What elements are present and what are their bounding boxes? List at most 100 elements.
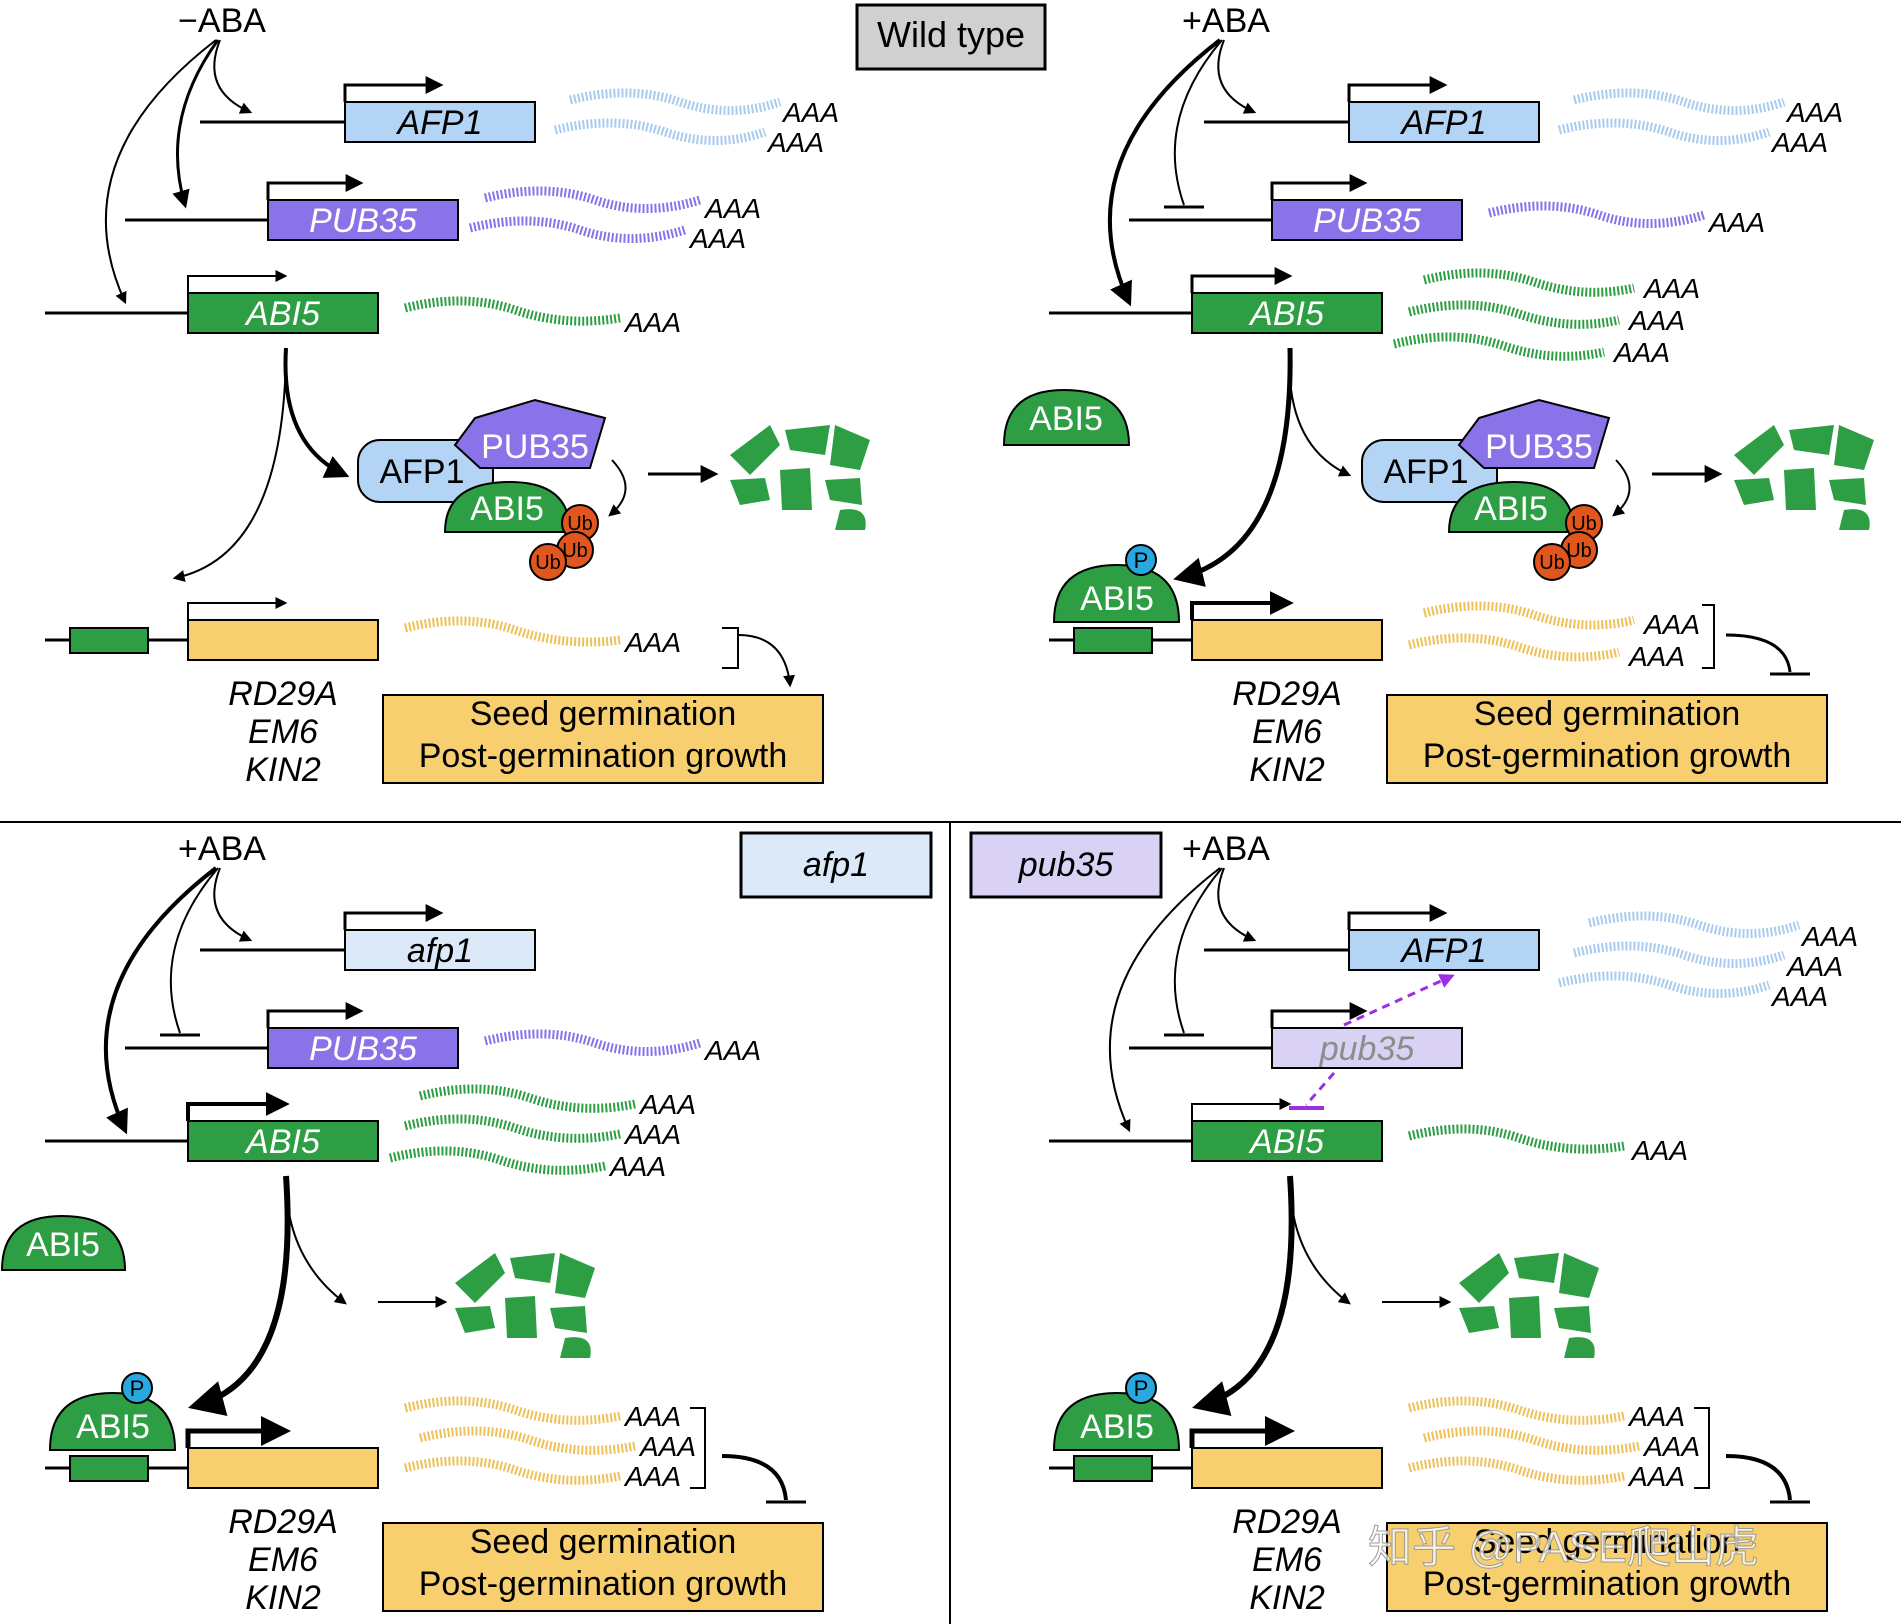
pub35-protein — [453, 398, 607, 469]
pub35-gene — [267, 199, 459, 241]
pub35-gene-label: PUB35 — [309, 1030, 417, 1068]
poly-a-tail: AAA — [1707, 207, 1765, 238]
outcome-line: Post-germination growth — [419, 1565, 788, 1603]
tss-arrow — [1189, 1416, 1295, 1448]
poly-a-tail: AAA — [1612, 337, 1670, 368]
ubiquitin-label: Ub — [1539, 552, 1565, 574]
target-gene-name: EM6 — [248, 1541, 318, 1579]
poly-a-tail: AAA — [638, 1431, 696, 1462]
poly-a-tail: AAA — [608, 1151, 666, 1182]
poly-a-tail: AAA — [623, 1119, 681, 1150]
panel-wt-minus-aba: −ABA AFP1 AAA AAA PUB35 AAA AAA ABI5 AAA… — [45, 2, 870, 789]
abi5-to-complex-arrow — [283, 347, 350, 478]
afp1-mrna — [1587, 911, 1801, 938]
outcome-box — [382, 1522, 824, 1612]
abi5-to-target-arrow — [1192, 1175, 1295, 1416]
panel-pub35-mutant: pub35 +ABA AFP1 AAA AAA AAA pub35 ABI5 A… — [969, 830, 1858, 1617]
target-mrna — [403, 1396, 621, 1425]
poly-a-tail: AAA — [688, 223, 746, 254]
target-gene-name: RD29A — [228, 1503, 338, 1541]
inhibition-arrow — [721, 1454, 788, 1501]
poly-a-tail: AAA — [1642, 1431, 1700, 1462]
phosphate — [1125, 544, 1157, 576]
target-mrna — [1407, 1456, 1625, 1485]
phosphate — [121, 1372, 153, 1404]
abi5-to-target-arrow — [1173, 347, 1293, 587]
degraded-abi5 — [455, 1253, 595, 1358]
ubiquitin — [529, 543, 567, 581]
abi5-free-protein — [0, 1214, 127, 1271]
abi5-to-complex-arrow — [1288, 347, 1352, 477]
afp1-mrna — [568, 88, 782, 115]
target-gene — [1191, 619, 1383, 661]
abi5-free-protein-label: ABI5 — [1029, 400, 1103, 438]
pub35-mrna — [1487, 201, 1706, 228]
abi5-to-target-arrow — [188, 1175, 291, 1416]
afp1-gene — [1348, 101, 1540, 143]
tss-arrow — [1190, 267, 1293, 293]
target-mrna — [418, 1426, 636, 1455]
abi5-gene-label: ABI5 — [1248, 295, 1324, 333]
afp1-protein-label: AFP1 — [379, 453, 464, 491]
poly-a-tail: AAA — [623, 1401, 681, 1432]
ubiquitin-label: Ub — [567, 513, 593, 535]
aba-condition-label: +ABA — [1182, 2, 1270, 40]
target-gene — [187, 1447, 379, 1489]
abi5-gene — [1191, 292, 1383, 334]
abi5-mrna — [418, 1084, 636, 1113]
ubiquitin-label: Ub — [535, 552, 561, 574]
afp1-protein — [1361, 439, 1498, 503]
outcome-box — [1386, 1522, 1828, 1612]
ubiquitin-label: Ub — [1571, 513, 1597, 535]
tss-arrow — [185, 1416, 291, 1448]
abi5-gene-label: ABI5 — [1248, 1123, 1324, 1161]
target-gene-name: RD29A — [1232, 675, 1342, 713]
panel-afp1-mutant: afp1 +ABA afp1 PUB35 AAA ABI5 AAA AAA AA… — [0, 830, 933, 1617]
aba-arrow — [1107, 38, 1222, 307]
pub35-mrna — [483, 1029, 702, 1056]
pub35-protein-label: PUB35 — [481, 428, 589, 466]
pub35-mrna — [483, 186, 702, 213]
poly-a-tail: AAA — [703, 193, 761, 224]
poly-a-tail: AAA — [1770, 981, 1828, 1012]
target-gene-name: EM6 — [248, 713, 318, 751]
afp1-gene-mutant — [344, 929, 536, 971]
abre-element — [69, 627, 149, 654]
poly-a-tail: AAA — [623, 307, 681, 338]
afp1-gene — [344, 101, 536, 143]
target-gene-name: KIN2 — [1249, 1579, 1325, 1617]
abi5-mrna — [403, 1114, 621, 1143]
outcome-line: Seed germination — [1474, 695, 1741, 733]
title: Wild type — [877, 14, 1025, 55]
tss-arrow — [1270, 1002, 1368, 1028]
aba-arrow — [104, 39, 217, 305]
afp1-mrna — [553, 118, 767, 145]
aba-arrow — [103, 866, 218, 1135]
abi5-gene-label: ABI5 — [244, 295, 320, 333]
afp1-gene-label: AFP1 — [395, 104, 482, 142]
poly-a-tail: AAA — [1785, 951, 1843, 982]
outcome-line: Seed germination — [470, 695, 737, 733]
afp1-protein-label: AFP1 — [1383, 453, 1468, 491]
phosphate — [1125, 1372, 1157, 1404]
target-gene-name: KIN2 — [1249, 751, 1325, 789]
poly-a-tail: AAA — [781, 97, 839, 128]
abi5-mrna — [1392, 332, 1605, 361]
pub35-protein — [1457, 398, 1611, 469]
pub35-protein-label: PUB35 — [1485, 428, 1593, 466]
afp1-gene — [1348, 929, 1540, 971]
genotype-box — [739, 831, 933, 899]
afp1-gene-label: afp1 — [407, 932, 473, 970]
target-gene-name: KIN2 — [245, 751, 321, 789]
afp1-protein — [357, 439, 494, 503]
aba-condition-label: +ABA — [178, 830, 266, 868]
tss-arrow — [187, 597, 288, 620]
outcome-box — [1386, 694, 1828, 784]
poly-a-tail: AAA — [1630, 1135, 1688, 1166]
pub35-gene — [1271, 199, 1463, 241]
tss-arrow — [1191, 1098, 1292, 1121]
abi5-bound-protein — [48, 1391, 177, 1451]
abi5-mrna — [1422, 268, 1635, 297]
target-mrna — [1407, 1396, 1625, 1425]
outcome-box — [382, 694, 824, 784]
